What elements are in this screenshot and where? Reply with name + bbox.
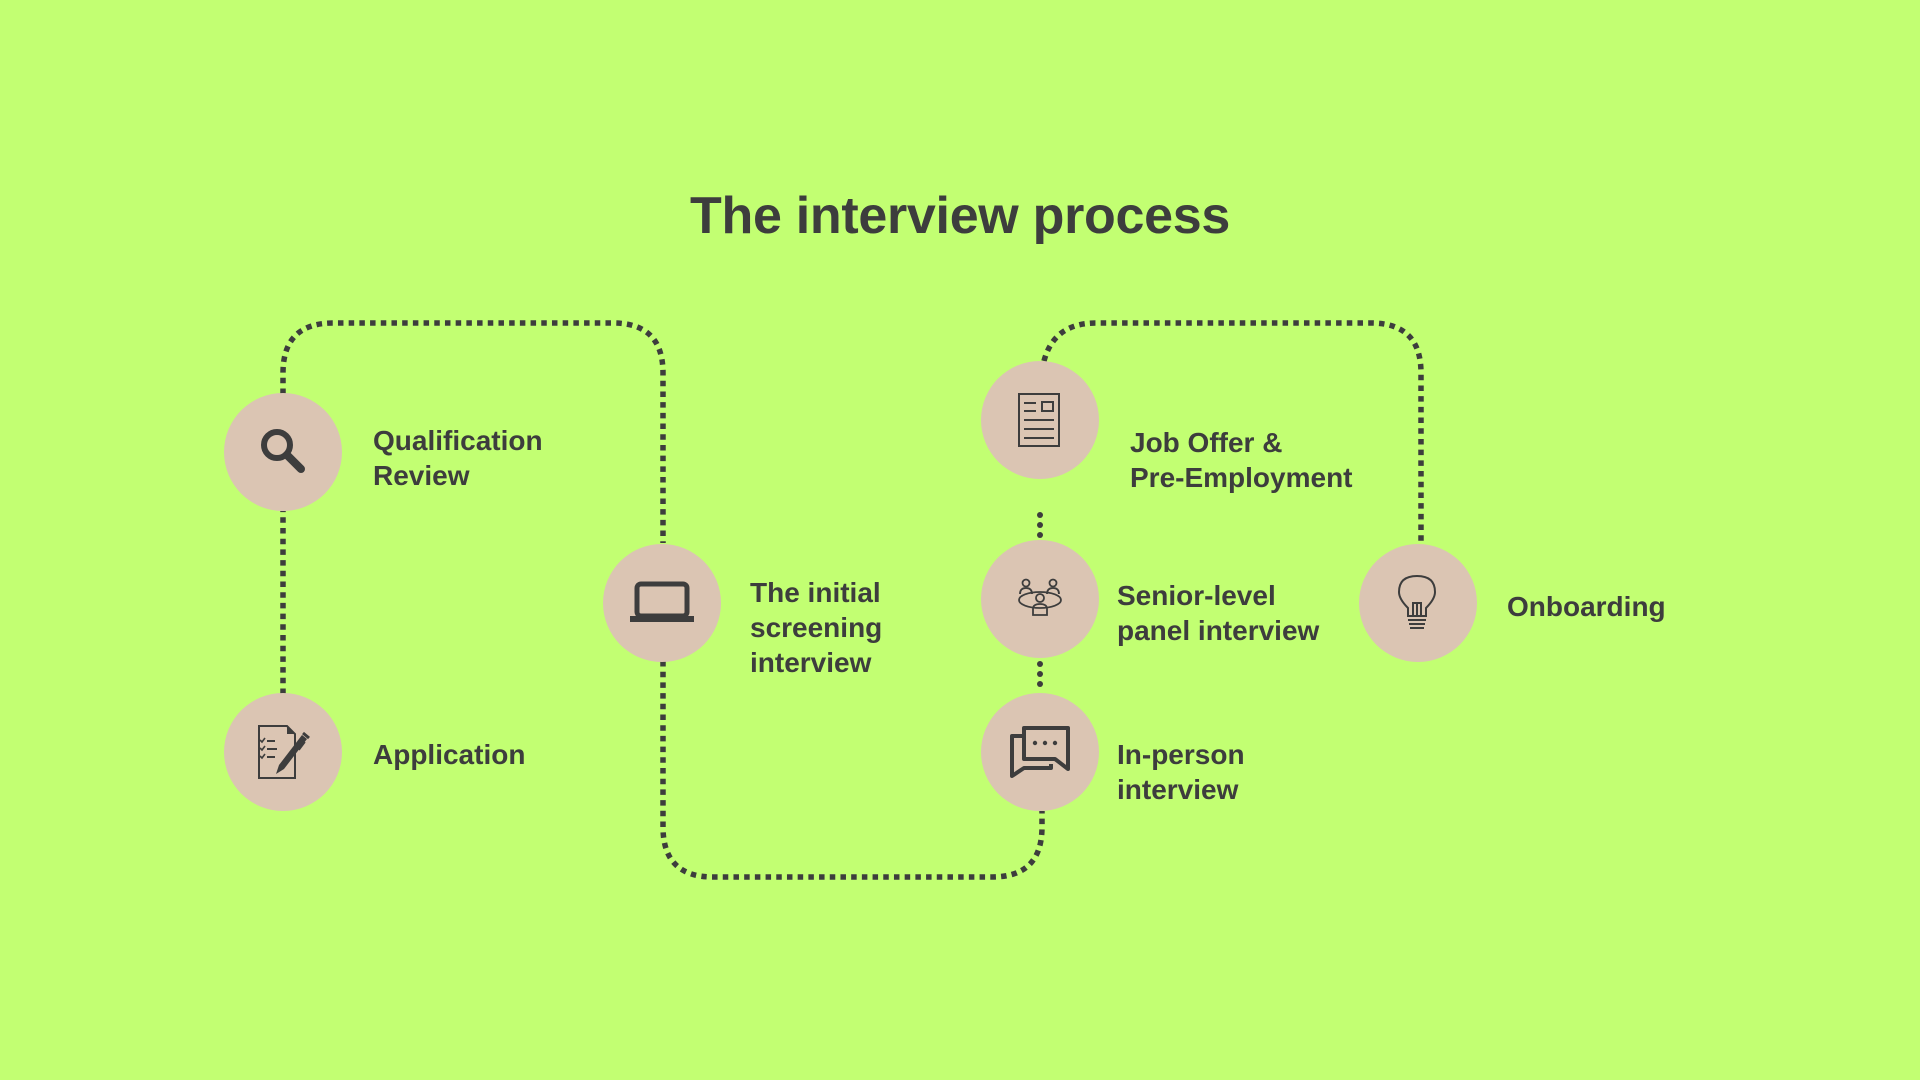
- connector-qualification-screening: [280, 320, 666, 543]
- step-onboarding-circle: [1359, 544, 1477, 662]
- step-application-circle: [224, 693, 342, 811]
- meeting-table-icon: [1018, 578, 1062, 616]
- chat-bubbles-icon: [1010, 726, 1070, 778]
- connector-joboffer-onboarding: [1041, 320, 1424, 544]
- diagram-title: The interview process: [690, 187, 1230, 245]
- connector-dot: [1037, 522, 1043, 528]
- step-in-person-label: In-person interview: [1117, 739, 1245, 805]
- document-icon: [1018, 393, 1060, 447]
- connector-screening-inperson: [660, 661, 1045, 880]
- step-initial-screening-label: The initial screening interview: [750, 577, 883, 678]
- connector-dot: [1037, 661, 1043, 667]
- step-onboarding-label: Onboarding: [1507, 591, 1666, 622]
- magnifying-glass-icon: [261, 429, 305, 473]
- step-job-offer-label: Job Offer & Pre-Employment: [1130, 427, 1353, 493]
- connector-dot: [1037, 532, 1043, 538]
- connector-dot: [1037, 512, 1043, 518]
- laptop-icon: [630, 581, 694, 622]
- step-job-offer-circle: [981, 361, 1099, 479]
- lightbulb-icon: [1397, 574, 1437, 629]
- step-qualification-review-circle: [224, 393, 342, 511]
- step-qualification-review-label: Qualification Review: [373, 425, 543, 491]
- checklist-pencil-icon: [258, 725, 310, 779]
- connector-dot: [1037, 681, 1043, 687]
- step-initial-screening-circle: [603, 544, 721, 662]
- step-application-label: Application: [373, 739, 526, 770]
- connector-dot: [1037, 671, 1043, 677]
- step-in-person-circle: [981, 693, 1099, 811]
- step-senior-panel-circle: [981, 540, 1099, 658]
- step-senior-panel-label: Senior-level panel interview: [1117, 580, 1320, 646]
